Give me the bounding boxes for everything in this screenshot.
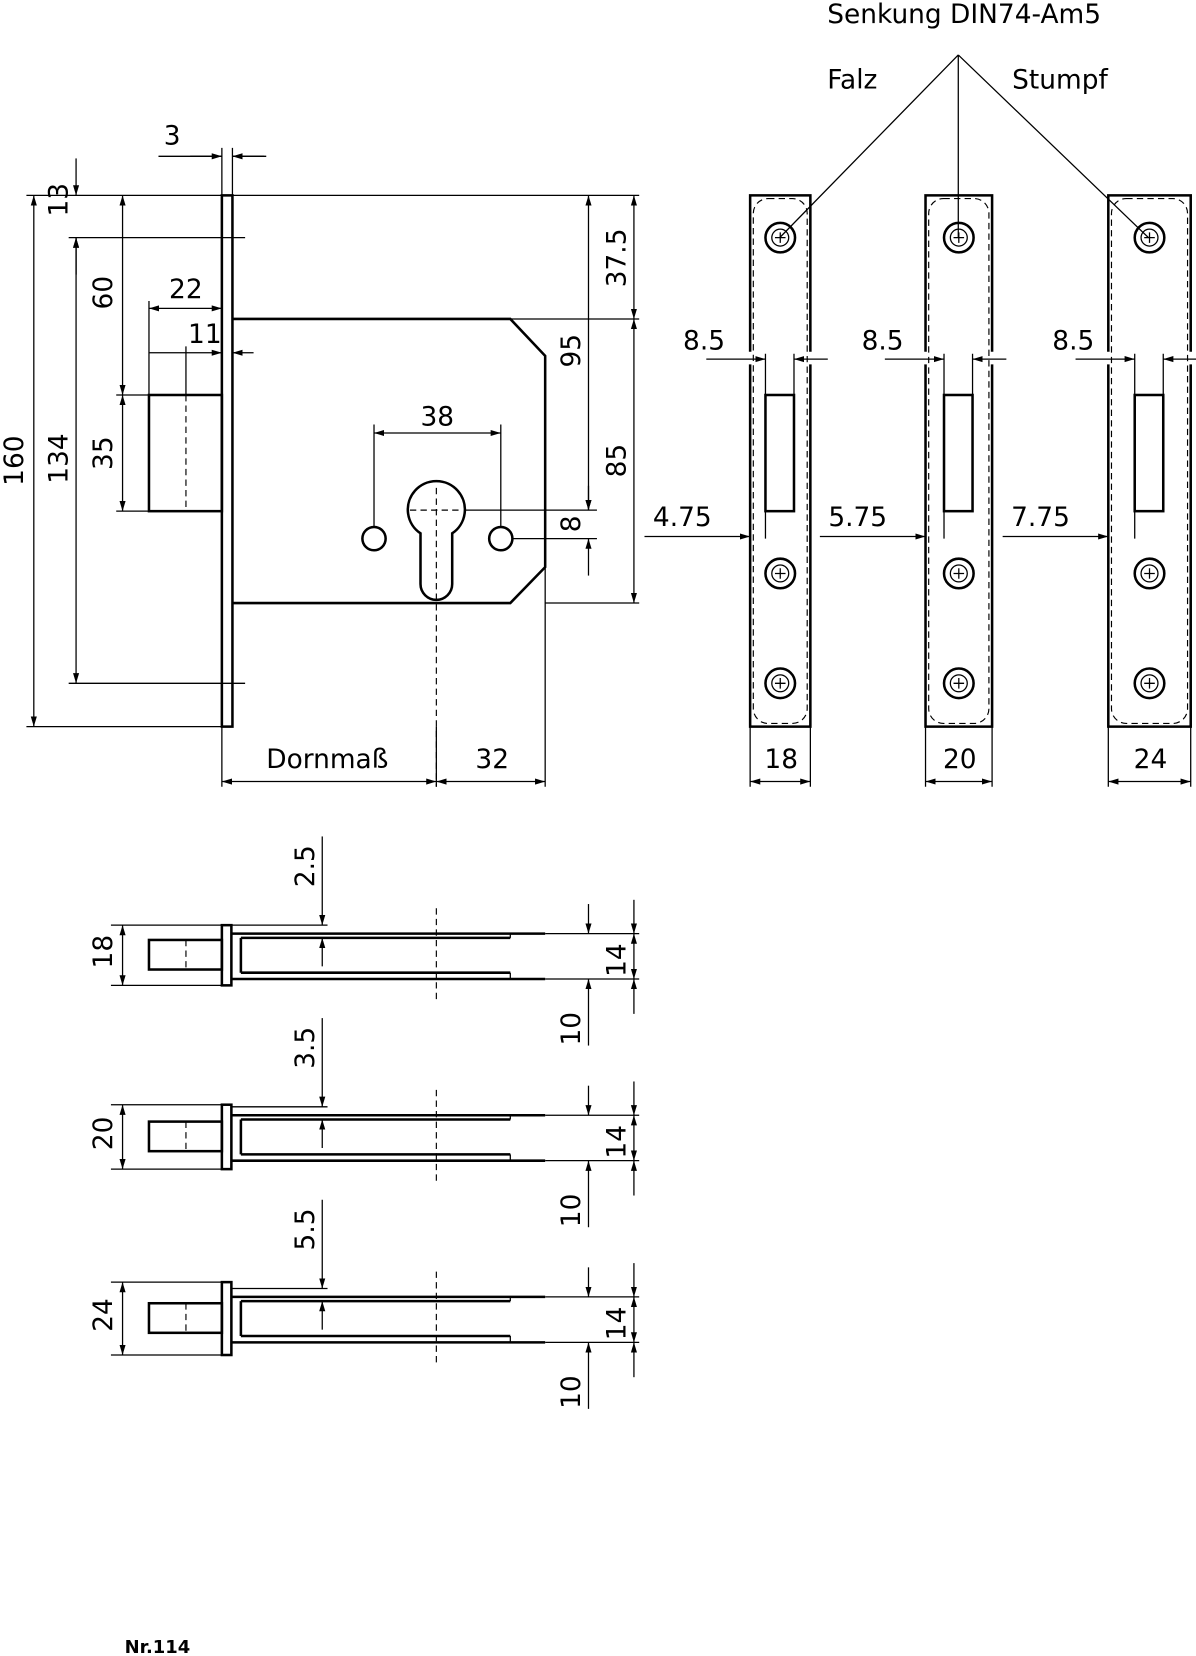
plate-dim-slot: 8.5 bbox=[1052, 326, 1094, 357]
drawing-number: Nr.114 bbox=[125, 1637, 191, 1656]
dim-backset: Dornmaß bbox=[266, 744, 388, 775]
top-view-dim-gap: 10 bbox=[556, 1194, 587, 1228]
strike-plate: 8.5 4.75 18 bbox=[644, 194, 828, 787]
plate-dim-slot: 8.5 bbox=[862, 326, 904, 357]
top-view-dim-width: 20 bbox=[88, 1117, 119, 1151]
plate-dim-offset: 5.75 bbox=[828, 502, 887, 533]
plate-dim-offset: 4.75 bbox=[653, 502, 712, 533]
screw-hole-icon bbox=[1133, 557, 1166, 590]
screw-hole bbox=[487, 525, 514, 552]
strike-plates: Senkung DIN74-Am5 Falz Stumpf 8.54.75188… bbox=[644, 0, 1196, 787]
dim-body-height: 85 bbox=[601, 444, 632, 478]
top-view-dim-body: 14 bbox=[601, 943, 632, 977]
bolt-slot bbox=[1133, 393, 1165, 513]
countersink-label: Senkung DIN74-Am5 bbox=[827, 0, 1101, 30]
screw-hole-icon bbox=[942, 667, 975, 700]
dim-total-height: 160 bbox=[0, 435, 30, 485]
top-view-dim-gap: 10 bbox=[556, 1012, 587, 1046]
dim-bolt-half: 11 bbox=[188, 319, 222, 350]
plate-dim-width: 20 bbox=[943, 744, 977, 775]
dim-top-to-body: 37.5 bbox=[601, 229, 632, 288]
keyhole bbox=[406, 479, 467, 602]
dim-top-offset: 13 bbox=[44, 183, 75, 217]
top-view-dim-inset: 5.5 bbox=[290, 1208, 321, 1250]
dim-hole-spacing: 38 bbox=[421, 402, 455, 433]
top-view-dim-body: 14 bbox=[601, 1307, 632, 1341]
screw-hole-icon bbox=[764, 557, 797, 590]
strike-plate: 8.5 5.75 20 bbox=[819, 194, 1007, 787]
dim-faceplate-thickness: 3 bbox=[164, 121, 181, 152]
screw-hole-icon bbox=[764, 221, 797, 254]
lock-front-view: 3 13 160 134 60 35 22 11 38 37.5 85 95 8… bbox=[0, 121, 640, 787]
top-view: 20 3.5 14 10 bbox=[88, 1018, 640, 1228]
screw-hole-icon bbox=[942, 557, 975, 590]
top-views: 18 2.5 14 10 20 3.5 14 10 24 5.5 14 10 bbox=[88, 836, 640, 1409]
screw-hole-icon bbox=[942, 221, 975, 254]
dim-bolt-throw: 22 bbox=[169, 274, 203, 305]
dim-screw-spacing: 134 bbox=[44, 433, 75, 483]
dim-to-keyhole: 95 bbox=[556, 334, 587, 368]
plate-dim-offset: 7.75 bbox=[1011, 502, 1070, 533]
faceplate bbox=[220, 194, 234, 728]
top-view: 18 2.5 14 10 bbox=[88, 836, 640, 1046]
bolt-slot bbox=[764, 393, 796, 513]
strike-plate: 8.5 7.75 24 bbox=[1002, 194, 1196, 787]
top-view-dim-width: 24 bbox=[88, 1298, 119, 1332]
screw-hole-icon bbox=[1133, 221, 1166, 254]
stumpf-label: Stumpf bbox=[1012, 65, 1108, 96]
top-view-dim-inset: 3.5 bbox=[290, 1027, 321, 1069]
screw-hole bbox=[361, 525, 387, 552]
screw-hole-icon bbox=[1133, 667, 1166, 700]
plate-dim-width: 24 bbox=[1134, 744, 1168, 775]
screw-hole-icon bbox=[764, 667, 797, 700]
falz-label: Falz bbox=[827, 65, 877, 96]
dim-keyhole-offset: 8 bbox=[556, 515, 587, 532]
top-view-dim-inset: 2.5 bbox=[290, 845, 321, 887]
plate-dim-width: 18 bbox=[764, 744, 798, 775]
top-view-dim-body: 14 bbox=[601, 1125, 632, 1159]
dim-bolt-height: 35 bbox=[88, 436, 119, 470]
top-view-dim-width: 18 bbox=[88, 935, 119, 969]
top-view: 24 5.5 14 10 bbox=[88, 1199, 640, 1409]
bolt-slot bbox=[942, 393, 974, 513]
dim-to-bolt: 60 bbox=[88, 276, 119, 310]
dim-backset-rest: 32 bbox=[475, 744, 509, 775]
plate-dim-slot: 8.5 bbox=[683, 326, 725, 357]
lock-body bbox=[232, 317, 547, 605]
top-view-dim-gap: 10 bbox=[556, 1375, 587, 1409]
